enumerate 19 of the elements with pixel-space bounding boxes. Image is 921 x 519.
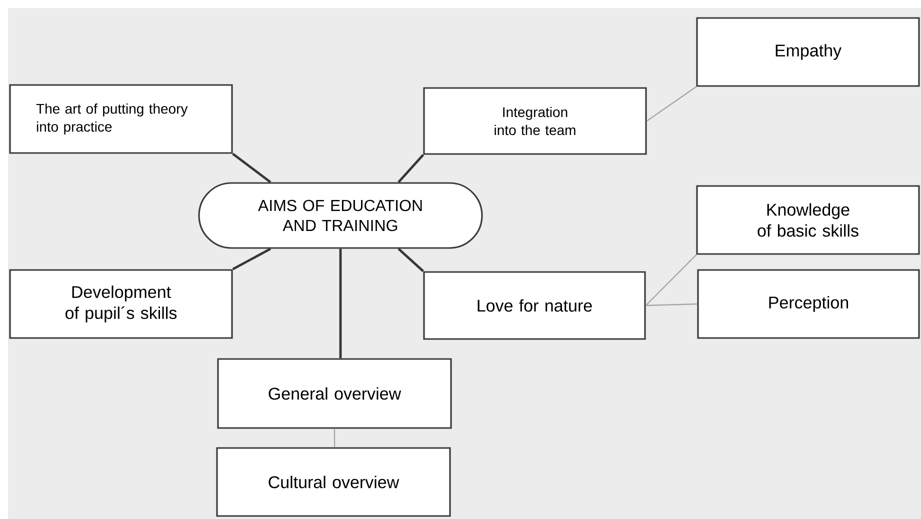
connector-line xyxy=(232,152,272,184)
topic-box: Development of pupil´s skills xyxy=(9,269,233,339)
connector-line xyxy=(646,303,698,306)
topic-box: Empathy xyxy=(696,17,920,87)
connector-line xyxy=(645,254,697,306)
connector-line xyxy=(232,248,272,270)
connector-line xyxy=(339,248,342,358)
topic-box: Perception xyxy=(697,269,920,339)
connector-line xyxy=(398,248,424,272)
connector-line xyxy=(398,154,424,183)
topic-box: Cultural overview xyxy=(216,447,451,517)
central-topic-pill: AIMS OF EDUCATION AND TRAINING xyxy=(198,182,483,249)
connector-line xyxy=(646,86,697,122)
topic-box: Knowledge of basic skills xyxy=(696,185,920,255)
topic-box: Integration into the team xyxy=(423,87,647,155)
topic-box: Love for nature xyxy=(423,271,646,340)
topic-box: The art of putting theory into practice xyxy=(9,84,233,154)
connector-line xyxy=(334,428,336,448)
topic-box: General overview xyxy=(217,358,452,429)
